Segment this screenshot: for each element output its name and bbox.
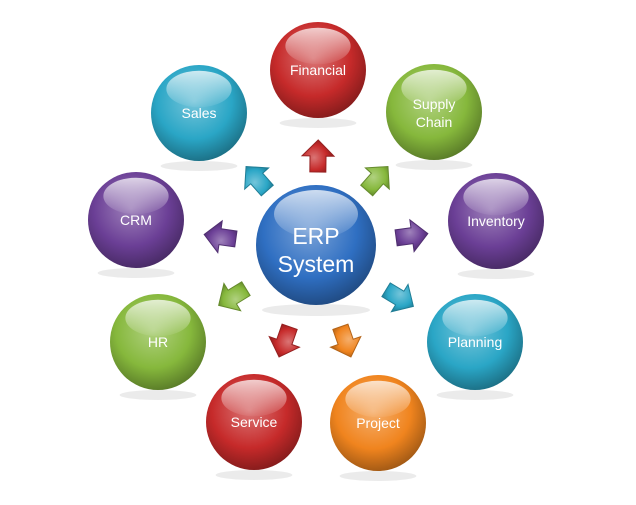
arrow-to-project	[329, 323, 362, 358]
module-label-planning: Planning	[448, 334, 503, 350]
module-label-service: Service	[231, 414, 278, 430]
module-gloss-planning	[442, 299, 508, 337]
center-label-line1: ERP	[292, 223, 339, 249]
module-label-inventory: Inventory	[467, 213, 525, 229]
center-label-line2: System	[278, 251, 355, 277]
module-node-service: Service	[206, 374, 302, 470]
module-node-crm: CRM	[88, 172, 184, 268]
module-gloss-sales	[166, 70, 232, 108]
arrow-to-service	[268, 323, 301, 358]
module-node-sales: Sales	[151, 65, 247, 161]
module-node-financial: Financial	[270, 22, 366, 118]
module-label-sales: Sales	[181, 105, 216, 121]
arrow-to-crm	[203, 219, 238, 254]
arrow-to-sales	[244, 166, 274, 197]
module-label-hr: HR	[148, 334, 168, 350]
module-node-hr: HR	[110, 294, 206, 390]
module-label-supply-chain-line1: Supply	[413, 96, 456, 112]
module-label-financial: Financial	[290, 62, 346, 78]
module-gloss-project	[345, 380, 411, 418]
arrow-to-planning	[381, 282, 414, 313]
module-label-project: Project	[356, 415, 400, 431]
module-node-planning: Planning	[427, 294, 523, 390]
module-gloss-crm	[103, 177, 169, 215]
module-node-project: Project	[330, 375, 426, 471]
module-gloss-inventory	[463, 178, 529, 216]
module-gloss-supply-chain	[401, 69, 467, 107]
module-label-supply-chain-line2: Chain	[416, 114, 453, 130]
center-gloss	[274, 190, 358, 238]
arrow-to-supply-chain	[360, 166, 390, 197]
module-gloss-hr	[125, 299, 191, 337]
arrow-to-hr	[218, 281, 251, 312]
module-gloss-service	[221, 379, 287, 417]
module-label-crm: CRM	[120, 212, 152, 228]
arrow-to-inventory	[394, 218, 429, 253]
module-node-inventory: Inventory	[448, 173, 544, 269]
arrow-to-financial	[300, 139, 336, 173]
module-gloss-financial	[285, 27, 351, 65]
